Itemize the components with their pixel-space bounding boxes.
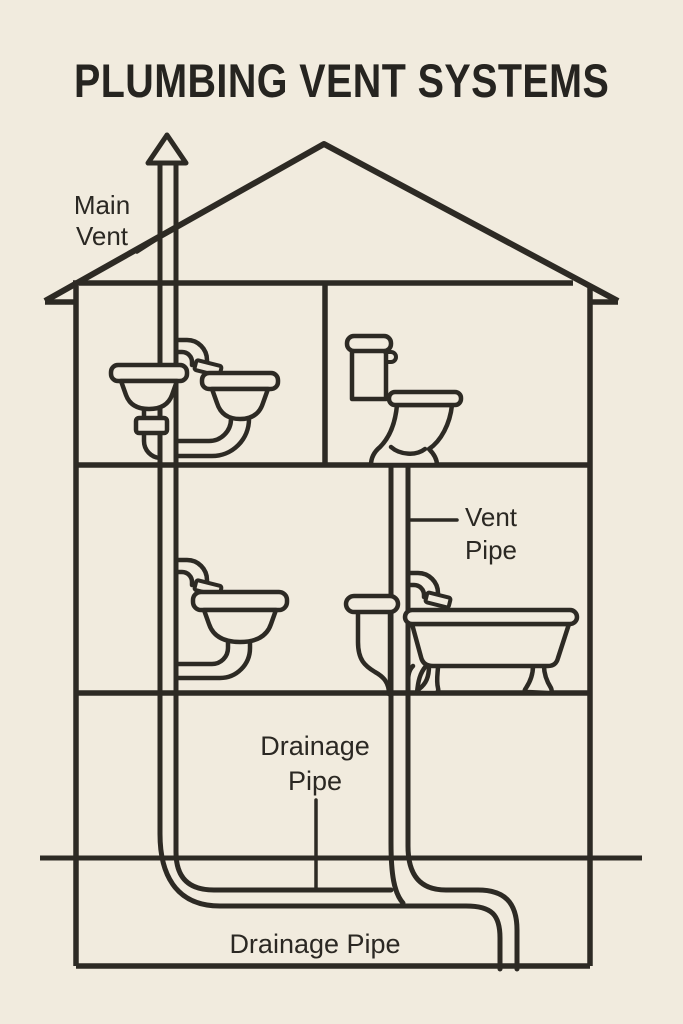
faucet-icon [173, 337, 210, 368]
vent-pipe-label-line2: Pipe [464, 535, 518, 565]
sink-drain-sweep [175, 414, 234, 444]
sink-icon [209, 386, 271, 422]
sink-icon [118, 378, 180, 412]
toilet-icon [344, 333, 464, 468]
sink-drain-stub [141, 430, 163, 461]
main-vent-label-line2: Vent [75, 221, 129, 251]
faucet-icon [173, 569, 195, 588]
soil-stack-right-line [405, 462, 520, 972]
drainage-pipe-upper-label-line1: Drainage [260, 731, 370, 761]
sink-drain-sweep [175, 639, 231, 667]
up-arrow-vent-icon [145, 132, 189, 166]
sink-icon [199, 370, 281, 392]
middle-floor-sink [173, 557, 290, 681]
standpipe-left-line [355, 609, 392, 697]
top-floor-sinks [108, 337, 281, 461]
main-vent-leader [135, 234, 164, 254]
main-stack-left-line [157, 160, 503, 972]
pipes [145, 132, 520, 972]
vent-pipe-label: Vent Pipe [453, 501, 529, 567]
sink-drain-sweep [175, 414, 252, 459]
standpipe-cap [343, 593, 401, 615]
drainage-pipe-lower-label: Drainage Pipe [205, 929, 425, 960]
sink-icon [201, 607, 279, 645]
toilet-seat [386, 389, 464, 408]
sink-drain-sweep [175, 639, 253, 681]
faucet-icon [173, 349, 195, 368]
toilet-trapway [388, 444, 428, 456]
faucet-spout-icon [423, 590, 453, 610]
flush-handle-icon [383, 350, 398, 364]
page-title-text: PLUMBING VENT SYSTEMS [73, 54, 610, 107]
tub-foot [415, 663, 441, 696]
faucet-icon [405, 582, 427, 600]
tub-foot [522, 663, 554, 696]
pipe-coupling-icon [133, 415, 170, 436]
main-stack-right-line [173, 160, 394, 893]
leader-lines [135, 234, 459, 890]
drainage-pipe-upper-label-line2: Pipe [287, 766, 343, 796]
drainage-pipe-upper-label: Drainage Pipe [248, 729, 382, 799]
house-outline [40, 141, 642, 969]
main-vent-label: Main Vent [62, 190, 142, 252]
page-title: PLUMBING VENT SYSTEMS [0, 56, 683, 106]
vent-pipe-label-line1: Vent [464, 502, 518, 532]
roof [43, 141, 620, 304]
drainage-pipe-lower-label-text: Drainage Pipe [229, 929, 401, 959]
toilet-tank-lid [344, 333, 394, 354]
sink-icon [190, 589, 290, 613]
faucet-icon [173, 557, 210, 588]
soil-stack-left-line [388, 462, 406, 906]
bathtub-icon [402, 570, 580, 696]
tub-drain-elbow [405, 663, 416, 686]
tub-rim [402, 607, 580, 627]
main-vent-label-line1: Main [73, 190, 131, 220]
toilet-bowl [368, 402, 455, 468]
sink-icon [108, 362, 190, 384]
faucet-icon [405, 570, 441, 600]
toilet-tank [349, 346, 389, 402]
tub-body [409, 621, 572, 669]
standpipe-icon [343, 593, 401, 697]
